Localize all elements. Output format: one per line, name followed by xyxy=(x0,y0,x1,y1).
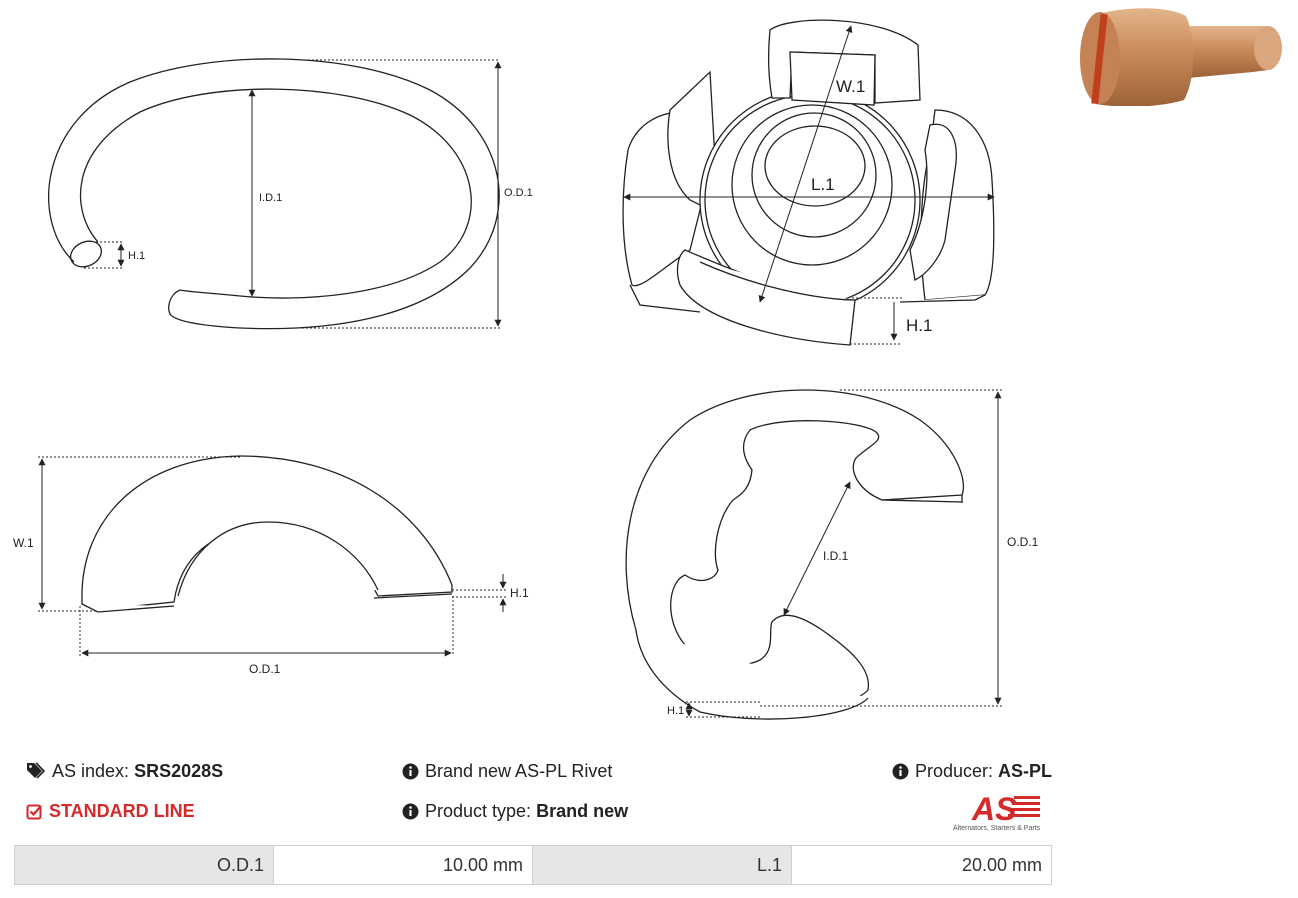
tags-icon xyxy=(27,762,46,779)
product-photo xyxy=(1080,8,1282,106)
spec-label-od: O.D.1 xyxy=(15,846,274,884)
description-text: Brand new AS-PL Rivet xyxy=(425,761,613,781)
washer-w-label: W.1 xyxy=(836,77,865,96)
e-clip-od-label: O.D.1 xyxy=(1007,535,1039,549)
technical-drawings: O.D.1 I.D.1 H.1 W.1 L.1 H.1 xyxy=(13,19,1039,720)
as-pl-logo: AS Alternators, Starters & Parts xyxy=(953,791,1041,832)
e-clip-drawing xyxy=(625,389,964,720)
producer-value: AS-PL xyxy=(998,761,1052,781)
ring-id-label: I.D.1 xyxy=(259,192,282,204)
logo-text: AS xyxy=(971,791,1017,827)
spec-table: O.D.1 10.00 mm L.1 20.00 mm xyxy=(14,845,1052,885)
info-circle-icon xyxy=(402,763,419,780)
info-circle-icon xyxy=(402,803,419,820)
standard-line-label: STANDARD LINE xyxy=(49,801,195,821)
info-circle-icon xyxy=(892,763,909,780)
half-washer-w-label: W.1 xyxy=(13,536,34,550)
half-washer-od-label: O.D.1 xyxy=(249,662,281,676)
product-type-label: Product type: xyxy=(425,801,532,821)
e-clip-id-label: I.D.1 xyxy=(823,549,849,563)
as-index-value: SRS2028S xyxy=(134,761,224,781)
as-index-label: AS index: xyxy=(52,761,130,781)
as-index: AS index: SRS2028S xyxy=(26,760,223,782)
lock-washer-drawing xyxy=(622,19,995,346)
ring-od-label: O.D.1 xyxy=(504,187,533,199)
product-type: Product type: Brand new xyxy=(402,800,628,822)
e-clip-h-label: H.1 xyxy=(667,705,684,717)
logo-tagline: Alternators, Starters & Parts xyxy=(953,825,1041,832)
split-ring-drawing xyxy=(48,58,502,330)
product-type-value: Brand new xyxy=(536,801,629,821)
product-description: Brand new AS-PL Rivet xyxy=(402,760,612,782)
spec-value-l: 20.00 mm xyxy=(792,846,1051,884)
washer-l-label: L.1 xyxy=(811,175,835,194)
producer: Producer: AS-PL xyxy=(892,760,1052,782)
spec-value-od: 10.00 mm xyxy=(274,846,533,884)
washer-h-label: H.1 xyxy=(906,316,932,335)
half-washer-drawing xyxy=(81,455,453,613)
spec-label-l: L.1 xyxy=(533,846,792,884)
standard-line-badge: STANDARD LINE xyxy=(26,800,195,822)
ring-h-label: H.1 xyxy=(128,250,145,262)
check-square-icon xyxy=(26,804,42,820)
producer-label: Producer: xyxy=(914,761,993,781)
half-washer-h-label: H.1 xyxy=(510,586,529,600)
